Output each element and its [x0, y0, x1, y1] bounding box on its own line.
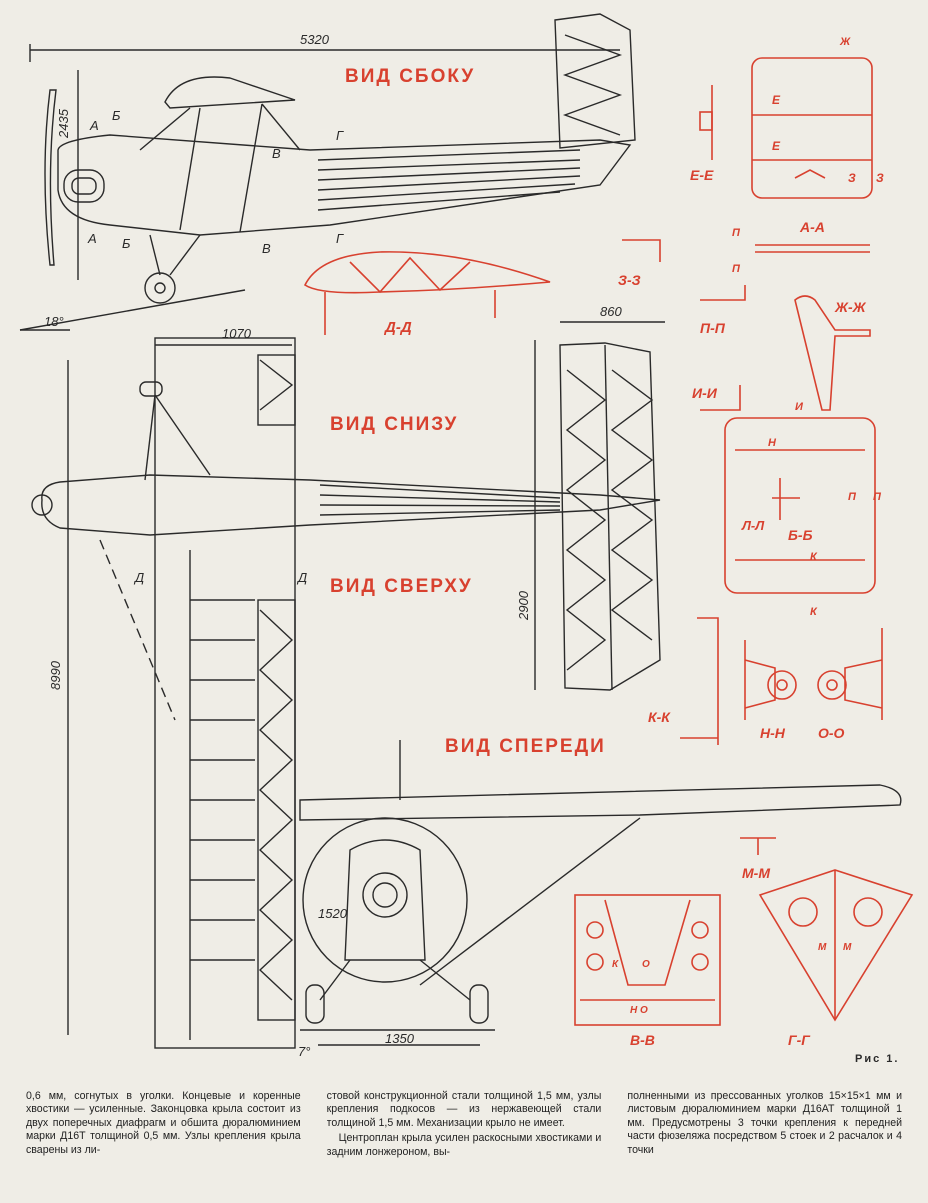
- section-ii: И-И: [692, 385, 741, 411]
- mark-n: Н: [768, 437, 777, 449]
- dim-height: 2435: [56, 108, 71, 139]
- paragraph: 0,6 мм, согнутых в уголки. Концевые и ко…: [26, 1090, 301, 1156]
- paragraph: полненными из прессованных уголков 15×15…: [627, 1090, 903, 1156]
- mark-i: И: [795, 401, 804, 413]
- dim-wing-chord: 1070: [222, 326, 252, 341]
- paragraph: Центроплан крыла усилен раскосными хвост…: [326, 1132, 602, 1158]
- mark-a-bottom: А: [87, 231, 97, 246]
- figure-caption: Рис 1.: [855, 1053, 899, 1065]
- mark-b-top: Б: [112, 108, 121, 123]
- section-pp: П П П-П: [700, 227, 870, 336]
- dim-ground-angle: 18°: [44, 314, 64, 329]
- plan-view: 1070 8990: [31, 304, 665, 1049]
- section-mm: М-М: [740, 837, 776, 881]
- mark-e-1: Е: [772, 93, 781, 107]
- mark-e-2: Е: [772, 139, 781, 153]
- dim-stab-chord: 860: [600, 304, 622, 319]
- technical-drawing: 5320 2435: [19, 13, 914, 1065]
- mark-m-2: М: [843, 942, 852, 953]
- section-aa: Е Е Ж З З А-А: [751, 36, 884, 235]
- label-section-ii: И-И: [692, 385, 718, 401]
- side-view: 5320 2435: [19, 13, 636, 331]
- label-section-aa: А-А: [799, 219, 825, 235]
- section-gg: М М Г-Г: [758, 869, 914, 1048]
- label-section-vv: В-В: [630, 1032, 655, 1048]
- section-kk: К-К: [648, 617, 719, 745]
- mark-n-2: Н: [630, 1005, 638, 1016]
- text-column-2: стовой конструкционной стали толщиной 1,…: [327, 1090, 602, 1203]
- label-section-gg: Г-Г: [788, 1032, 811, 1048]
- mark-z-1: З: [848, 171, 856, 185]
- article-text: 0,6 мм, согнутых в уголки. Концевые и ко…: [0, 1090, 928, 1203]
- paragraph: стовой конструкционной стали толщиной 1,…: [326, 1090, 602, 1129]
- dim-track: 1350: [385, 1031, 415, 1046]
- label-section-pp: П-П: [700, 320, 726, 336]
- dim-length: 5320: [300, 32, 330, 47]
- dim-stab-span: 2900: [516, 590, 531, 621]
- mark-p-1: П: [732, 227, 741, 239]
- mark-d-left: Д: [133, 570, 144, 585]
- text-column-3: полненными из прессованных уголков 15×15…: [627, 1090, 902, 1203]
- section-ee: Е-Е: [690, 85, 714, 183]
- mark-g-top: Г: [336, 128, 344, 143]
- label-section-kk: К-К: [648, 709, 671, 725]
- label-section-ee: Е-Е: [690, 167, 714, 183]
- mark-p-2: П: [732, 263, 741, 275]
- mark-p-4: П: [873, 491, 882, 503]
- mark-k-1: К: [810, 551, 818, 563]
- mark-o-2: О: [640, 1005, 648, 1016]
- label-section-dd: Д-Д: [383, 319, 412, 336]
- dim-dihedral: 7°: [298, 1044, 310, 1059]
- text-column-1: 0,6 мм, согнутых в уголки. Концевые и ко…: [26, 1090, 301, 1203]
- label-section-nn: Н-Н: [760, 725, 786, 741]
- label-section-ll: Л-Л: [741, 518, 765, 533]
- mark-o: О: [642, 959, 650, 970]
- mark-p-3: П: [848, 491, 857, 503]
- front-view: 1350 1520 7° ВИД СПЕРЕДИ: [298, 736, 902, 1059]
- mark-k-2: К: [810, 606, 818, 618]
- mark-v-bottom: В: [262, 241, 271, 256]
- mark-b-bottom: Б: [122, 236, 131, 251]
- section-nn: Н-Н: [744, 640, 797, 741]
- label-section-zz: З-З: [618, 272, 641, 288]
- dim-span: 8990: [48, 660, 63, 690]
- mark-d-right: Д: [296, 570, 307, 585]
- section-zz: З-З: [618, 239, 661, 288]
- label-section-oo: О-О: [818, 725, 845, 741]
- mark-z-2: З: [876, 171, 884, 185]
- title-top-view: ВИД СВЕРХУ: [330, 576, 473, 597]
- mark-g-bottom: Г: [336, 231, 344, 246]
- section-dd: Д-Д: [303, 251, 551, 336]
- mark-a-top: А: [89, 118, 99, 133]
- label-section-bb: Б-Б: [788, 527, 813, 543]
- mark-k-3: К: [612, 959, 619, 970]
- mark-v-top: В: [272, 146, 281, 161]
- title-side-view: ВИД СБОКУ: [345, 66, 475, 87]
- label-section-zhzh: Ж-Ж: [834, 299, 867, 315]
- section-zhzh: Ж-Ж: [794, 295, 871, 411]
- label-section-mm: М-М: [742, 865, 770, 881]
- section-bb: И Н П П Л-Л Б-Б К К: [724, 401, 882, 618]
- dim-prop-dia: 1520: [318, 906, 348, 921]
- section-vv: К О Н О В-В: [574, 894, 721, 1048]
- title-bottom-view: ВИД СНИЗУ: [330, 414, 458, 435]
- section-oo: О-О: [817, 628, 883, 741]
- mark-m-1: М: [818, 942, 827, 953]
- mark-zh: Ж: [839, 36, 851, 48]
- title-front-view: ВИД СПЕРЕДИ: [445, 736, 606, 757]
